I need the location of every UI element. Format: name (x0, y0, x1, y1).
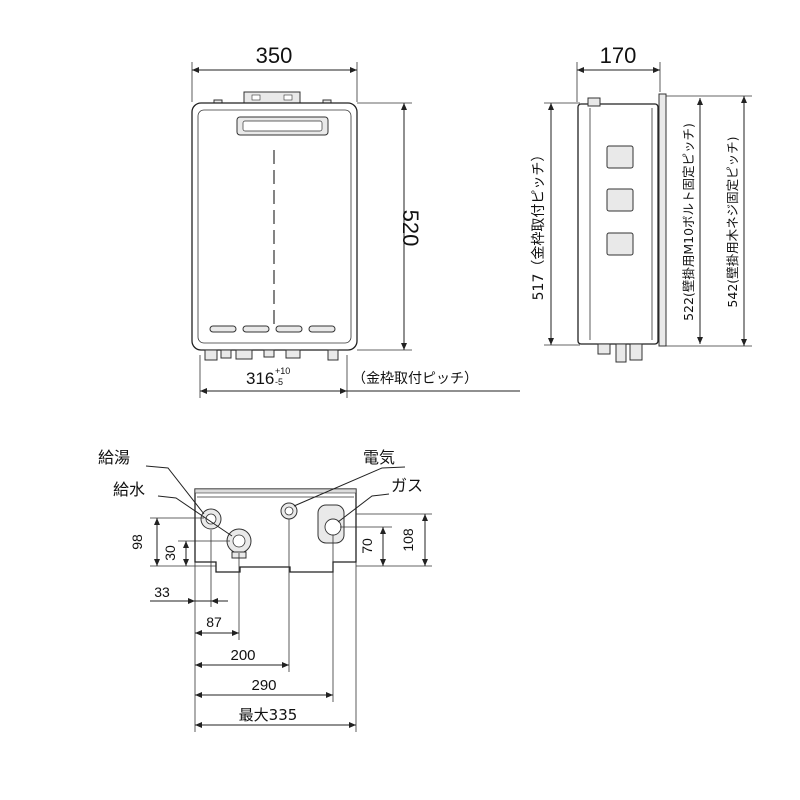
pitch-note: （金枠取付ピッチ） (352, 371, 478, 387)
cold-water-leader (157, 495, 233, 537)
height-label: 520 (398, 210, 423, 247)
wall-frame (658, 93, 667, 347)
dim-max-label: 最大335 (239, 706, 298, 724)
dim-33-label: 33 (154, 584, 170, 600)
screw-pitch-label: 542(壁掛用木ネジ固定ピッチ) (725, 136, 740, 307)
cold-water-port-inner (232, 534, 246, 548)
front-view: 350 520 316 (191, 43, 520, 398)
dim-70-label: 70 (359, 538, 375, 554)
hot-water-port-inner (205, 513, 217, 525)
fitting (285, 349, 301, 359)
pitch-tol-plus: +10 (275, 366, 290, 376)
bottom-slot (275, 325, 303, 333)
side-window (606, 188, 634, 212)
electric-port-inner (284, 506, 294, 516)
bottom-slot (242, 325, 270, 333)
bottom-slot (308, 325, 336, 333)
cold-water-label: 給水 (113, 480, 145, 499)
fitting (597, 343, 611, 355)
dim-290-label: 290 (251, 677, 276, 694)
fitting (629, 343, 643, 361)
dim-98-label: 98 (129, 534, 145, 550)
dim-30-label: 30 (162, 545, 178, 561)
hot-water-leader (145, 465, 205, 515)
dim-200-label: 200 (230, 647, 255, 664)
pitch-tol-minus: -5 (275, 377, 283, 387)
exhaust-vent-opening (242, 120, 323, 132)
bottom-view: 給湯 給水 電気 ガス 98 30 70 108 (98, 448, 432, 732)
bolt-pitch-label: 522(壁掛用M10ボルト固定ピッチ) (681, 123, 696, 321)
fitting (327, 349, 339, 361)
gas-leader (337, 493, 390, 523)
pitch-label: 316 (246, 369, 274, 388)
depth-label: 170 (600, 43, 637, 68)
hot-water-label: 給湯 (98, 448, 130, 467)
side-top-tab (587, 97, 601, 107)
side-view: 170 517（金枠取付ピッチ） 522(壁掛用M10ボルト固定ピッチ) 542… (531, 43, 752, 363)
side-window (606, 232, 634, 256)
fitting (235, 349, 253, 360)
side-window (606, 145, 634, 169)
bottom-slot (209, 325, 237, 333)
electric-label: 電気 (363, 448, 395, 467)
bracket-hole (283, 94, 293, 101)
gas-label: ガス (391, 476, 423, 495)
dim-87-label: 87 (206, 614, 222, 630)
electric-leader (293, 466, 406, 507)
fitting (204, 349, 218, 361)
fitting (615, 343, 627, 363)
width-label: 350 (256, 43, 293, 68)
bracket-hole (251, 94, 261, 101)
bottom-rim (194, 488, 357, 494)
frame-pitch-label: 517（金枠取付ピッチ） (531, 148, 547, 301)
fitting (220, 349, 232, 359)
fitting (263, 349, 275, 358)
front-panel (197, 109, 352, 344)
dim-108-label: 108 (400, 528, 416, 552)
